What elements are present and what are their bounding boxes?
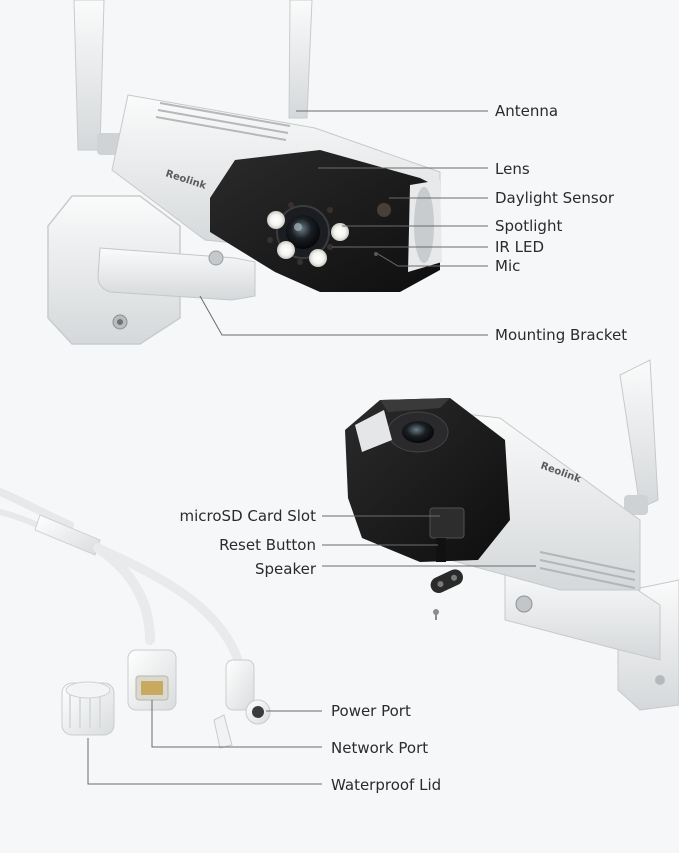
lens-label: Lens	[495, 160, 530, 178]
antenna-label: Antenna	[495, 102, 559, 120]
top-camera: Reolink	[47, 0, 442, 345]
spotlight-label: Spotlight	[495, 217, 563, 235]
camera-face-top	[210, 150, 442, 292]
power-port-label: Power Port	[331, 702, 411, 720]
microsd-card-slot-label: microSD Card Slot	[179, 507, 317, 525]
cable-assembly	[0, 488, 271, 749]
daylight-sensor-label: Daylight Sensor	[495, 189, 615, 207]
bottom-right-leader-lines	[322, 515, 536, 567]
mic-label: Mic	[495, 257, 521, 275]
mounting-bracket-label: Mounting Bracket	[495, 326, 628, 344]
bottom-left-leader-lines	[87, 700, 322, 785]
waterproof-lid-label: Waterproof Lid	[331, 776, 442, 794]
ir-led-label: IR LED	[495, 238, 544, 256]
top-leader-lines	[199, 110, 488, 336]
reset-button-label: Reset Button	[219, 536, 316, 554]
mounting-bracket-graphic	[97, 247, 256, 301]
network-port-label: Network Port	[331, 739, 429, 757]
antenna-graphic	[73, 0, 313, 155]
speaker-label: Speaker	[254, 560, 316, 578]
bottom-camera: Reolink	[345, 359, 679, 711]
